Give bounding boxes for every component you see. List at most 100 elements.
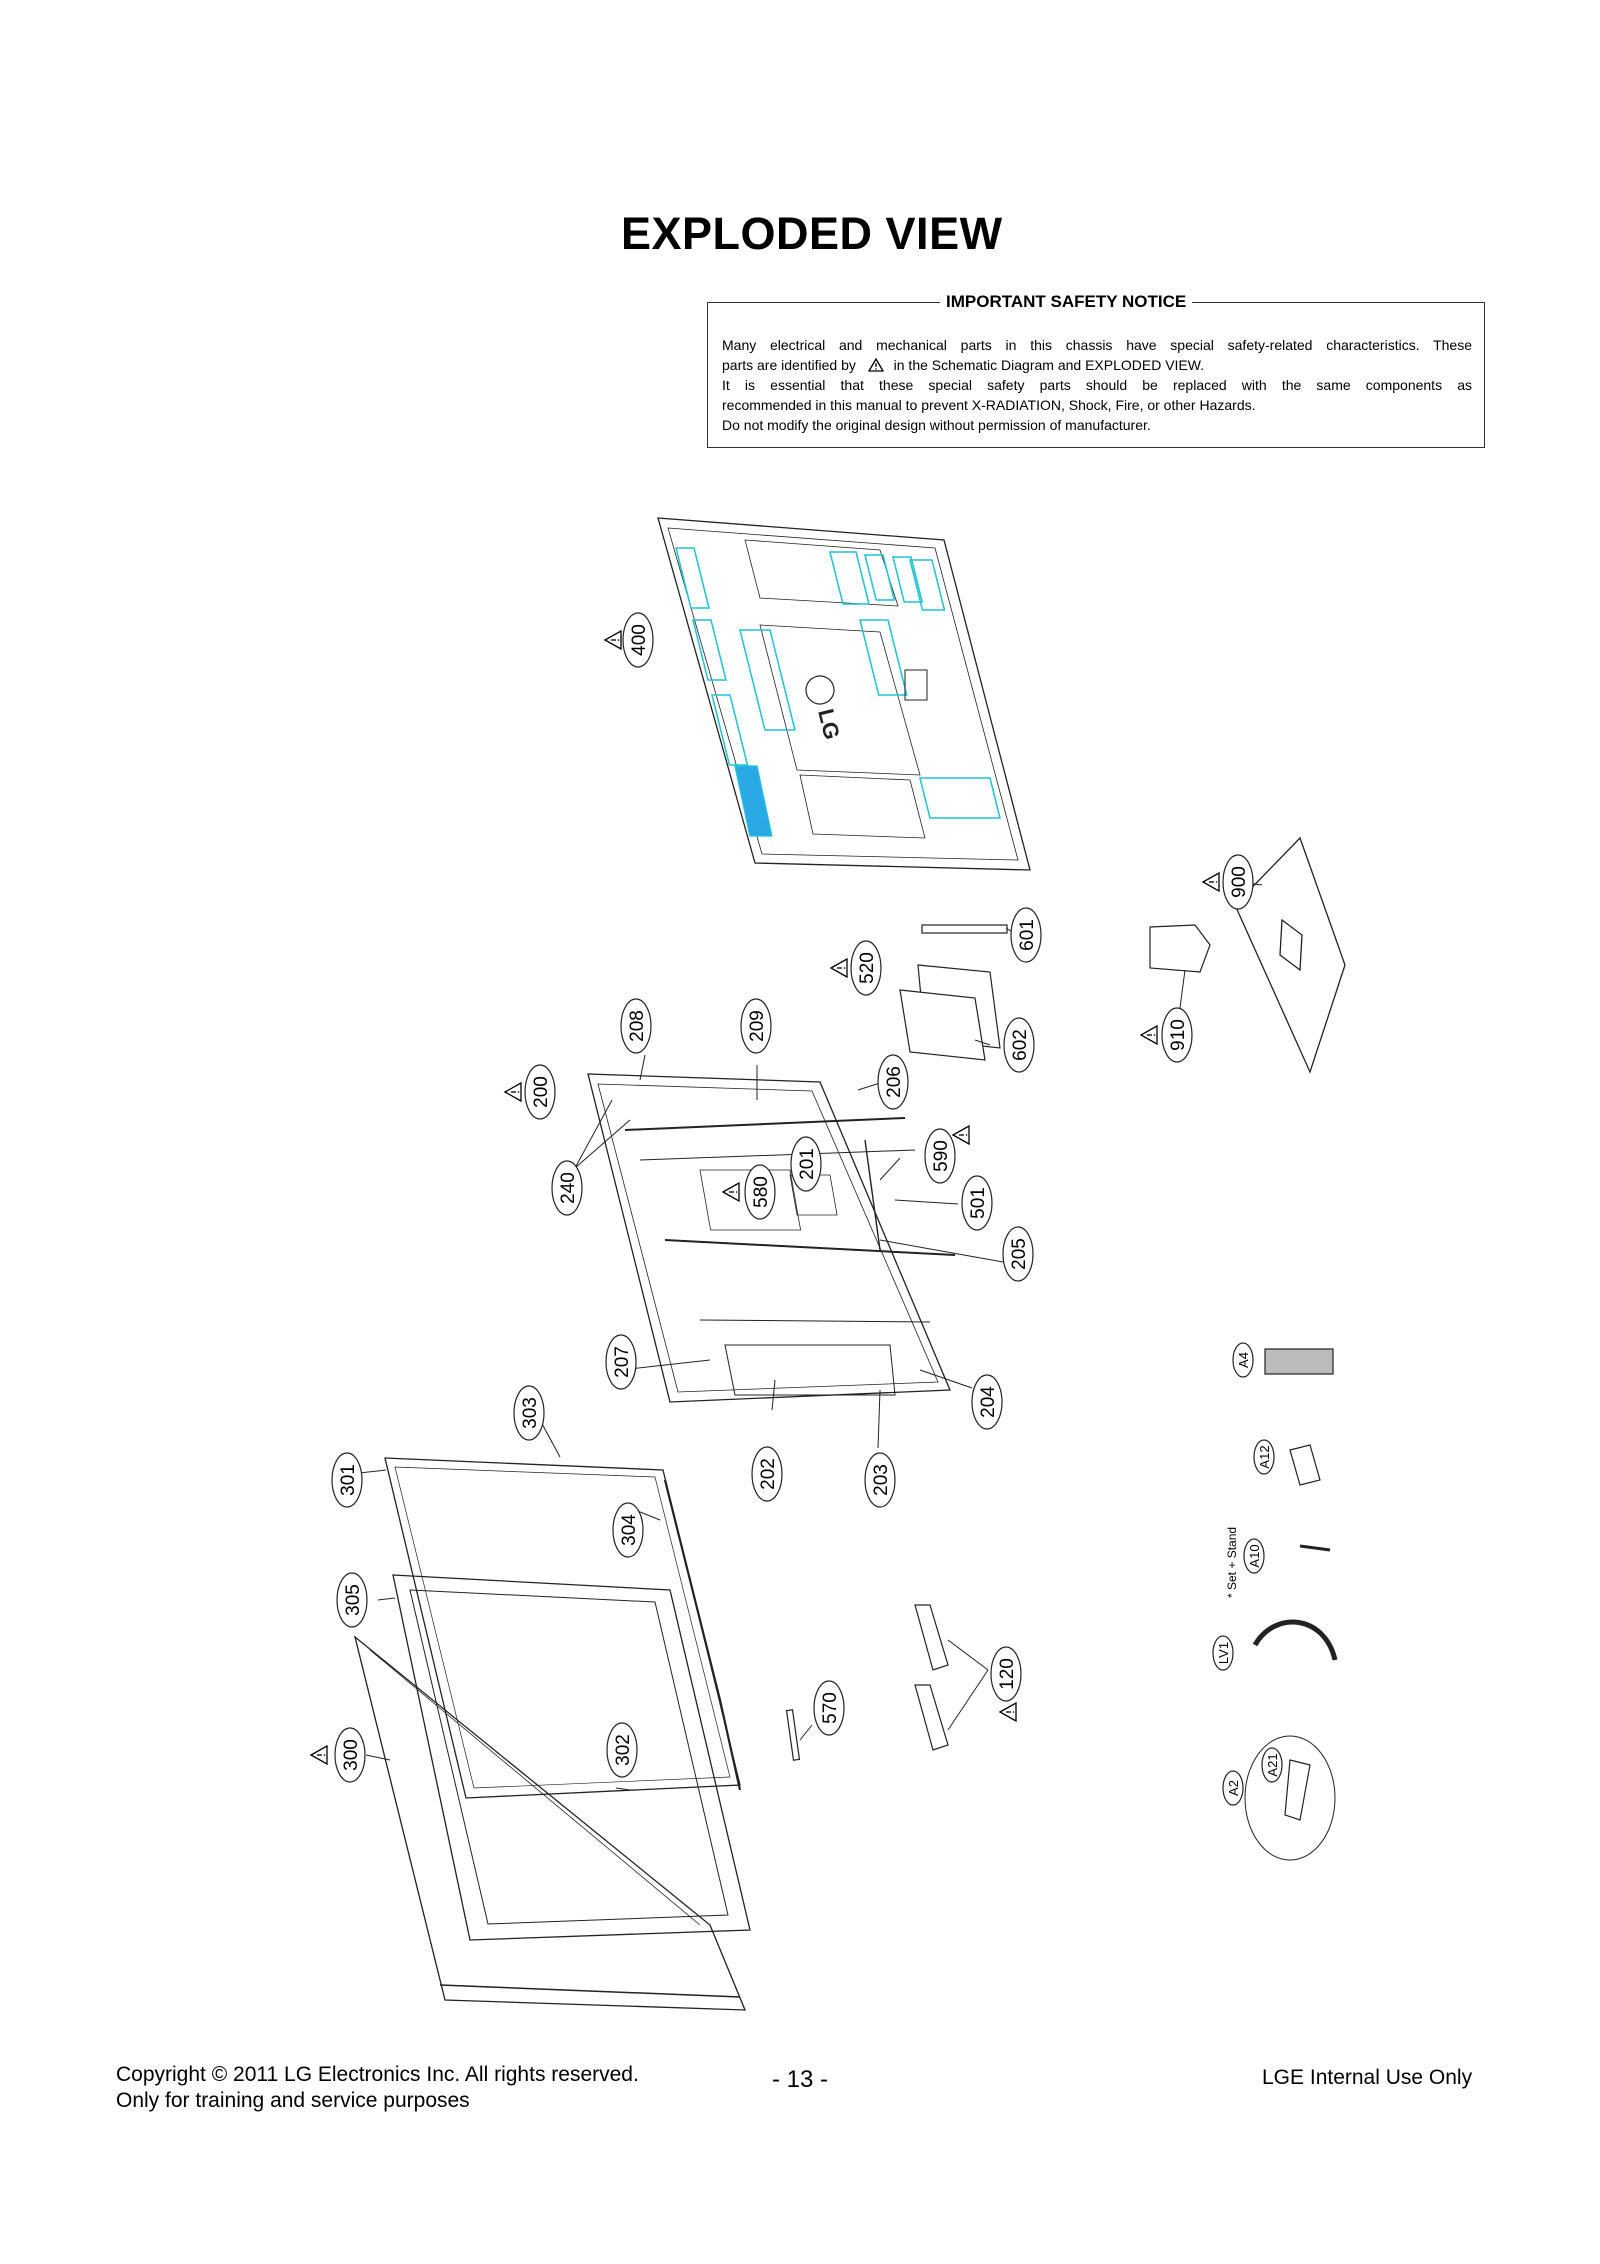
- stand-base: [1234, 836, 1346, 1074]
- svg-text:A21: A21: [1265, 1753, 1280, 1776]
- callout-900: 900: [1222, 854, 1254, 910]
- callout-208: 208: [620, 998, 652, 1054]
- callout-304: 304: [612, 1502, 644, 1558]
- notice-line-2-post: in the Schematic Diagram and EXPLODED VI…: [893, 357, 1205, 373]
- notice-line-2-pre: parts are identified by: [722, 357, 856, 373]
- svg-text:208: 208: [627, 1010, 648, 1042]
- notice-line-2: parts are identified by in the Schematic…: [722, 355, 1472, 375]
- callout-570: 570: [813, 1680, 845, 1736]
- footer-copyright: Copyright © 2011 LG Electronics Inc. All…: [116, 2063, 639, 2086]
- svg-text:200: 200: [531, 1076, 552, 1108]
- svg-text:202: 202: [758, 1458, 779, 1490]
- svg-text:120: 120: [997, 1658, 1018, 1690]
- callout-207: 207: [605, 1334, 637, 1390]
- callout-205: 205: [1002, 1226, 1034, 1282]
- safety-notice-body: Many electrical and mechanical parts in …: [722, 335, 1472, 435]
- warning-triangle-icon: [867, 357, 884, 372]
- svg-text:305: 305: [343, 1584, 364, 1616]
- warning-triangle-icon: [952, 1125, 970, 1145]
- callout-a21: A21: [1261, 1747, 1283, 1783]
- svg-text:205: 205: [1009, 1238, 1030, 1270]
- svg-text:590: 590: [931, 1140, 952, 1172]
- footer-page-number: - 13 -: [772, 2066, 829, 2093]
- middle-frame: [392, 1574, 751, 1941]
- accessories: [1244, 1348, 1338, 1861]
- svg-text:501: 501: [968, 1187, 989, 1219]
- callout-202: 202: [751, 1446, 783, 1502]
- callout-a12: A12: [1253, 1439, 1275, 1475]
- notice-line-3: It is essential that these special safet…: [722, 377, 1472, 393]
- callout-203: 203: [864, 1452, 896, 1508]
- speakers: [785, 1604, 949, 1761]
- svg-text:209: 209: [747, 1010, 768, 1042]
- svg-text:A10: A10: [1247, 1544, 1262, 1567]
- svg-text:A2: A2: [1226, 1780, 1241, 1796]
- callout-120: 120: [990, 1646, 1022, 1702]
- svg-text:300: 300: [341, 1739, 362, 1771]
- svg-text:A4: A4: [1236, 1352, 1251, 1368]
- footer-internal: LGE Internal Use Only: [1262, 2066, 1473, 2089]
- svg-text:400: 400: [629, 624, 650, 656]
- callout-910: 910: [1161, 1007, 1193, 1063]
- set-stand-note: * Set + Stand: [1225, 1527, 1239, 1598]
- warning-triangle-icon: [504, 1082, 522, 1102]
- callout-a2: A2: [1222, 1770, 1244, 1806]
- callout-501: 501: [961, 1175, 993, 1231]
- svg-text:301: 301: [338, 1464, 359, 1496]
- svg-text:520: 520: [857, 952, 878, 984]
- callout-200: 200: [524, 1064, 556, 1120]
- svg-text:900: 900: [1229, 866, 1250, 898]
- svg-text:303: 303: [520, 1397, 541, 1429]
- callout-206: 206: [877, 1054, 909, 1110]
- warning-triangle-icon: [1202, 872, 1220, 892]
- leader-lines: [349, 879, 1263, 1791]
- callout-601: 601: [1010, 907, 1042, 963]
- svg-text:LV1: LV1: [1216, 1642, 1231, 1664]
- callouts: 400 900 601 520 602 910 208 209 200 206 …: [331, 612, 1283, 1806]
- callout-305: 305: [336, 1572, 368, 1628]
- callout-a4: A4: [1232, 1342, 1254, 1378]
- callout-300: 300: [334, 1727, 366, 1783]
- main-board: [899, 924, 1008, 1061]
- svg-text:910: 910: [1168, 1019, 1189, 1051]
- callout-590: 590: [924, 1128, 956, 1184]
- main-chassis-frame: [587, 1073, 956, 1403]
- svg-text:570: 570: [820, 1692, 841, 1724]
- callout-580: 580: [744, 1164, 776, 1220]
- callout-204: 204: [971, 1374, 1003, 1430]
- svg-text:601: 601: [1017, 919, 1038, 951]
- warning-triangle-icon: [604, 630, 622, 650]
- callout-602: 602: [1003, 1017, 1035, 1073]
- safety-notice-heading: IMPORTANT SAFETY NOTICE: [940, 292, 1193, 312]
- svg-text:203: 203: [871, 1464, 892, 1496]
- stand-neck: [1149, 924, 1211, 973]
- svg-text:A12: A12: [1257, 1445, 1272, 1468]
- svg-text:602: 602: [1010, 1029, 1031, 1061]
- callout-209: 209: [740, 998, 772, 1054]
- page-title: EXPLODED VIEW: [621, 208, 1003, 259]
- callout-240: 240: [551, 1160, 583, 1216]
- callout-lv1: LV1: [1212, 1635, 1234, 1671]
- callout-a10: A10: [1243, 1538, 1265, 1574]
- front-cabinet: [353, 1635, 746, 2011]
- svg-text:580: 580: [751, 1176, 772, 1208]
- warning-triangle-icon: [830, 958, 848, 978]
- warning-triangle-icon: [310, 1745, 328, 1765]
- callout-302: 302: [606, 1722, 638, 1778]
- notice-line-4: recommended in this manual to prevent X-…: [722, 397, 1256, 413]
- notice-line-1: Many electrical and mechanical parts in …: [722, 337, 1472, 353]
- svg-text:304: 304: [619, 1514, 640, 1546]
- callout-301: 301: [331, 1452, 363, 1508]
- callout-201: 201: [790, 1136, 822, 1192]
- notice-line-5: Do not modify the original design withou…: [722, 417, 1151, 433]
- svg-text:201: 201: [797, 1148, 818, 1180]
- rear-cover: LG: [657, 517, 1031, 871]
- svg-text:302: 302: [613, 1734, 634, 1766]
- svg-text:204: 204: [978, 1386, 999, 1418]
- callout-303: 303: [513, 1385, 545, 1441]
- footer-purpose: Only for training and service purposes: [116, 2089, 470, 2112]
- warning-triangle-icon: [999, 1702, 1017, 1722]
- warning-triangle-icon: [1140, 1025, 1158, 1045]
- svg-text:207: 207: [612, 1346, 633, 1378]
